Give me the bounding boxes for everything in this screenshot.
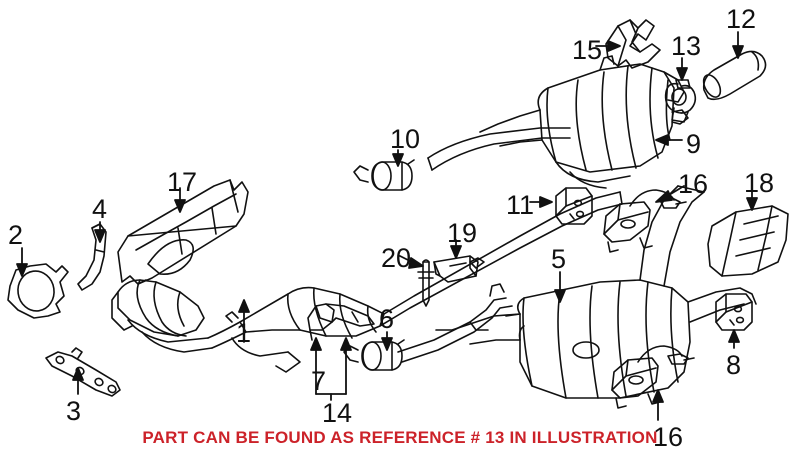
callout-11: 11	[506, 190, 535, 220]
callout-16-lower: 16	[653, 422, 684, 452]
callout-18: 18	[744, 168, 775, 198]
part-rear-muffler-9	[479, 55, 689, 189]
part-rubber-mount-11	[555, 187, 593, 225]
part-hanger-assembly-7-14	[307, 303, 375, 341]
part-band-clamp-10	[353, 159, 415, 191]
part-mounting-pin-20	[417, 259, 435, 307]
callout-6: 6	[379, 304, 395, 334]
callout-20: 20	[381, 243, 412, 273]
callout-16-upper: 16	[678, 169, 709, 199]
callout-2: 2	[8, 220, 24, 250]
part-upper-connector-pipe	[427, 127, 571, 171]
part-hanger-bracket-16-lower	[611, 345, 695, 409]
callout-19: 19	[447, 218, 478, 248]
part-flange-gasket	[7, 263, 69, 319]
callout-arrows	[16, 31, 758, 421]
callout-4: 4	[92, 194, 108, 224]
callout-8: 8	[726, 350, 742, 380]
callout-5: 5	[551, 244, 567, 274]
part-heat-shield-rear-18	[707, 205, 789, 277]
reference-caption: PART CAN BE FOUND AS REFERENCE # 13 IN I…	[142, 428, 658, 447]
part-pipe-clamp-13	[664, 79, 697, 123]
part-center-exhaust-pipe	[397, 283, 513, 363]
callout-12: 12	[726, 4, 757, 34]
part-catalytic-converter-front-pipe	[111, 191, 623, 373]
callout-10: 10	[390, 124, 421, 154]
part-muffler-bracket-15	[605, 19, 661, 69]
part-tailpipe-tip-12	[702, 50, 767, 101]
part-rubber-mount-8	[715, 293, 753, 331]
callout-14: 14	[322, 398, 353, 428]
callout-15: 15	[572, 35, 603, 65]
callout-9: 9	[686, 129, 702, 159]
callout-1: 1	[236, 318, 252, 348]
part-rear-muffler-5	[435, 185, 757, 399]
part-manifold-gasket	[45, 347, 121, 397]
callout-13: 13	[671, 31, 702, 61]
callout-7: 7	[311, 366, 327, 396]
callout-3: 3	[66, 396, 82, 426]
callout-17: 17	[167, 167, 198, 197]
part-heat-shield-front	[117, 179, 249, 285]
part-band-clamp-6	[343, 339, 405, 371]
part-heat-shield-clip-19	[433, 255, 479, 283]
